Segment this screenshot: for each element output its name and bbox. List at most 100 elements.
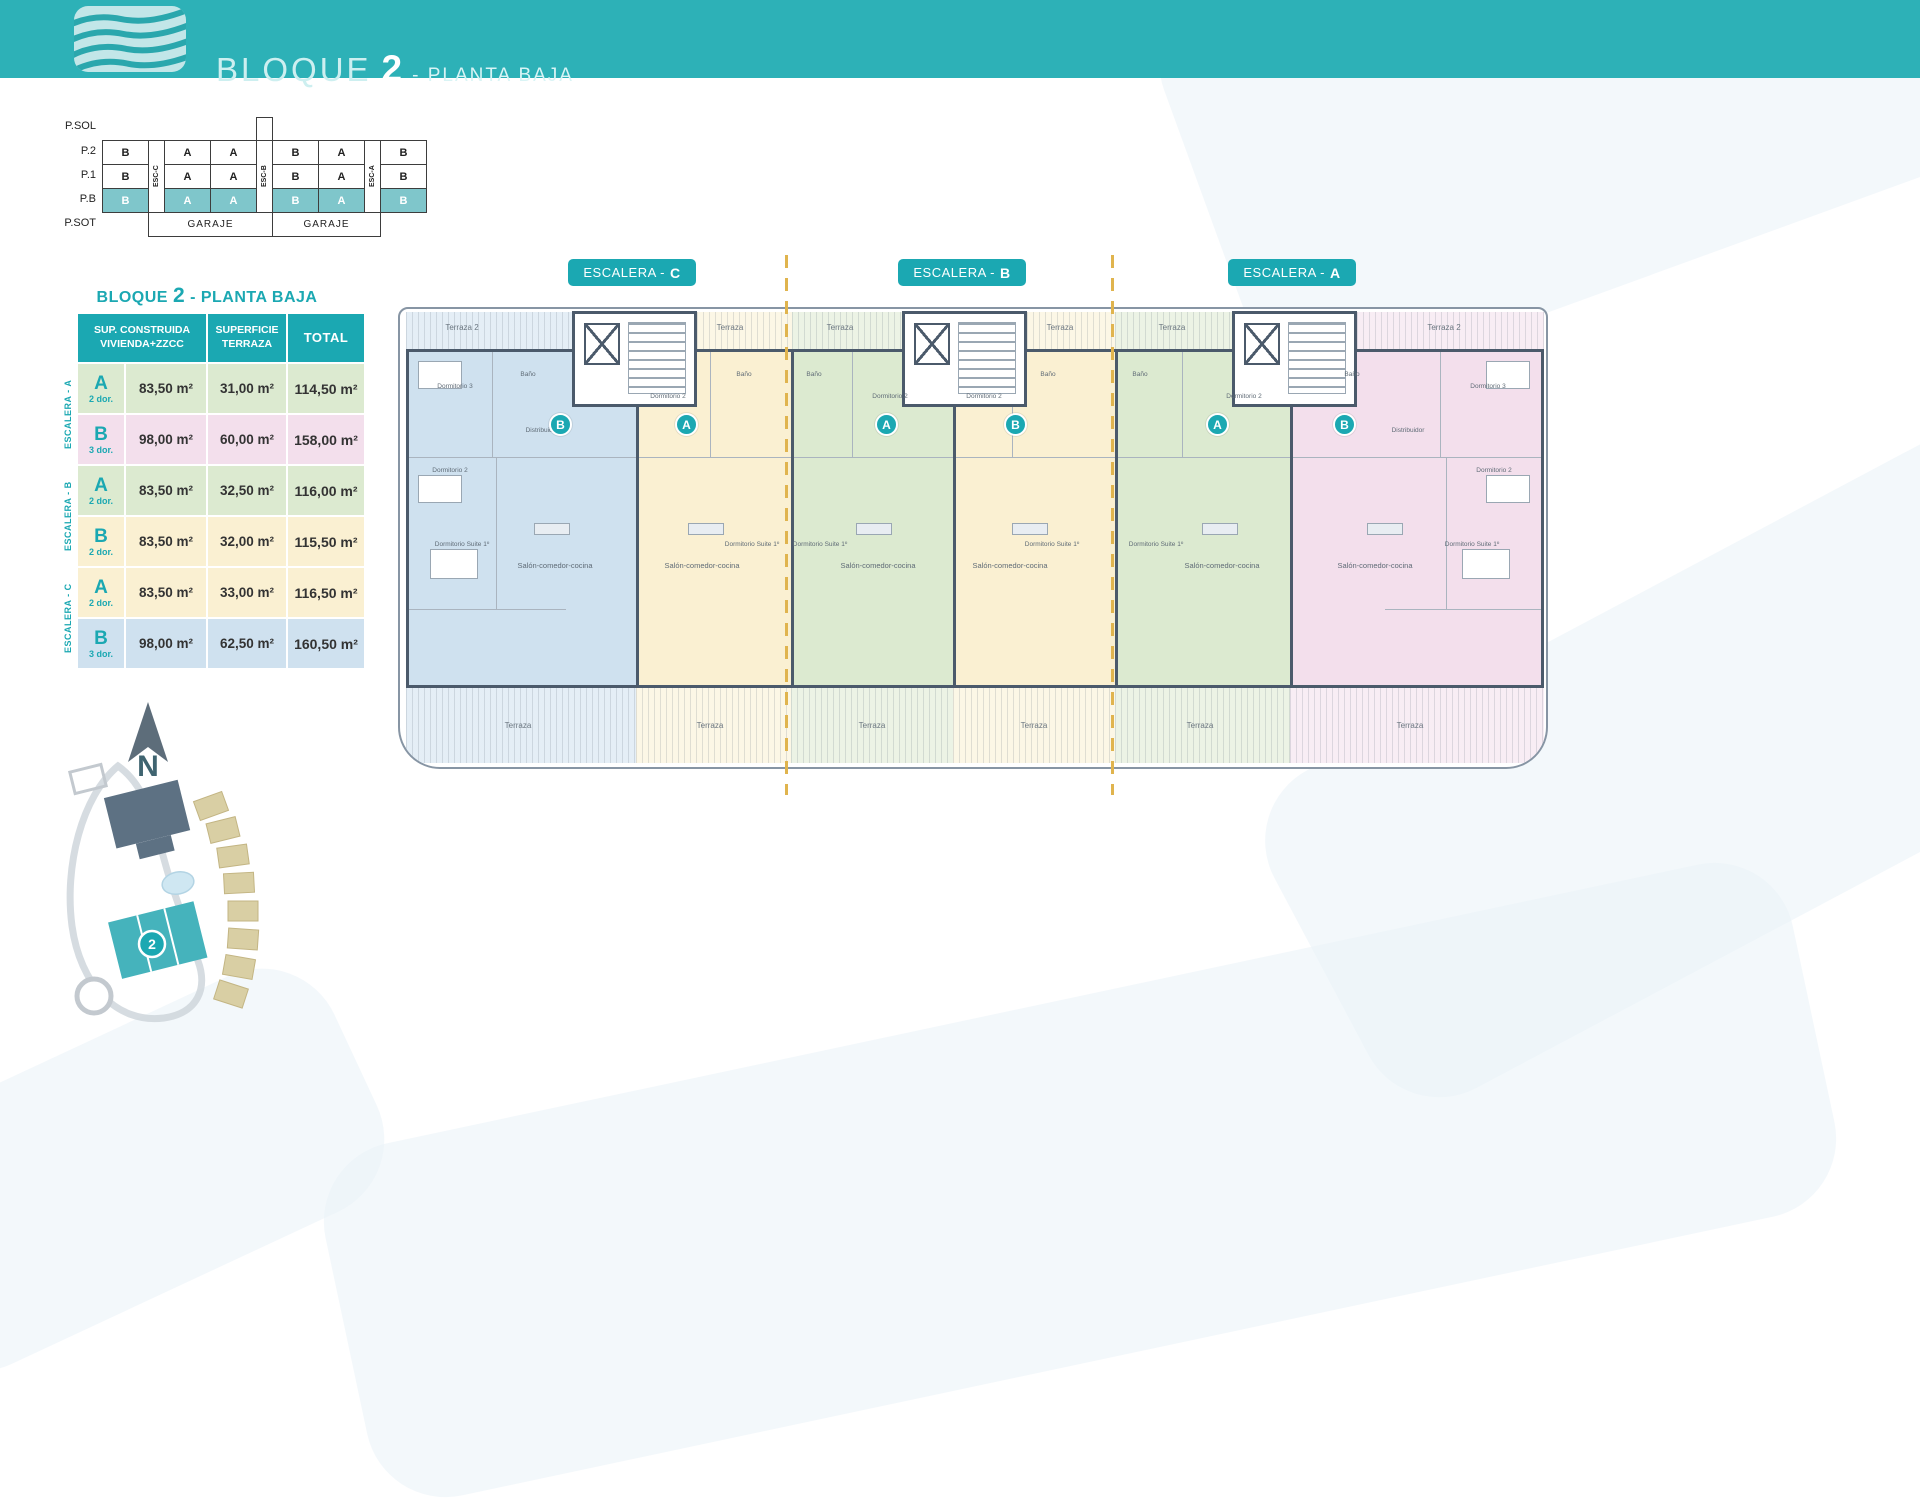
header-bar: BLOQUE 2 - PLANTA BAJA [0,0,1920,89]
unit-cell: B 2 dor. [78,517,124,566]
site-pond [161,870,195,896]
escalera-separator [785,255,788,795]
room-label-terraza: Terraza [1046,323,1074,332]
room-label-terraza2: Terraza 2 [1427,323,1461,332]
room-label-terraza: Terraza [1020,721,1048,730]
banner-escalera-c: ESCALERA -C [568,259,696,286]
room-label-suite: Dormitorio Suite 1º [434,541,490,548]
furniture-bed [1486,475,1530,503]
room-label-dorm2: Dormitorio 2 [432,467,468,474]
partition [1446,457,1447,609]
garage-cell: GARAJE [148,212,273,237]
site-badge-circle [137,929,167,959]
section-cell: A [164,164,211,189]
room-label-bano: Baño [520,371,536,378]
room-label-bano: Baño [1040,371,1056,378]
section-cell: A [164,140,211,165]
building-section-diagram: P.SOL P.2 P.1 P.B P.SOT B A A B A B B A … [58,114,438,244]
wall [953,349,956,688]
section-cell-pb: A [210,188,257,213]
unit-cell: A 2 dor. [78,364,124,413]
wall [1115,349,1118,688]
sup-cell: 98,00 m² [126,619,206,668]
garage-cell: GARAJE [272,212,381,237]
section-cell: B [272,164,319,189]
terraza-cell: 32,00 m² [208,517,286,566]
room-label-salon: Salón-comedor-cocina [664,561,740,570]
north-compass: N [112,700,184,792]
sup-cell: 83,50 m² [126,466,206,515]
section-cell: B [102,164,149,189]
terrace-top [1027,312,1115,349]
section-esc-col: ESC-A [364,140,381,213]
elevator-icon [1244,323,1280,365]
room-label-dorm2: Dormitorio 2 [1226,393,1262,400]
section-cell-pb: A [318,188,365,213]
stairs-icon [958,322,1016,394]
partition [1385,609,1544,610]
room-label-dorm2: Dormitorio 2 [966,393,1002,400]
room-label-dorm3: Dormitorio 3 [1470,383,1506,390]
unit-cell: A 2 dor. [78,466,124,515]
table-title: BLOQUE 2 - PLANTA BAJA [52,284,362,308]
group-label-escalera-a: ESCALERA - A [60,364,76,464]
wall [791,349,794,688]
room-label-salon: Salón-comedor-cocina [517,561,593,570]
terrace-top [406,312,572,349]
sup-cell: 83,50 m² [126,517,206,566]
title-planta: - PLANTA BAJA [412,65,574,86]
partition [496,457,497,609]
north-arrow-icon [128,702,168,762]
table-title-prefix: BLOQUE [96,289,168,306]
sup-cell: 83,50 m² [126,364,206,413]
section-cell: B [380,164,427,189]
room-label-dorm3: Dormitorio 3 [437,383,473,390]
section-cell: A [318,164,365,189]
unit-cell: A 2 dor. [78,568,124,617]
furniture-bed [1462,549,1510,579]
stair-core-a [1232,311,1357,407]
partition [406,609,566,610]
wall [1290,349,1293,688]
room-label-terraza: Terraza [696,721,724,730]
site-block2-divider [163,908,180,966]
furniture-kitchen-island [534,523,570,535]
unit-badge: A [1206,413,1229,436]
section-cell-pb: B [380,188,427,213]
table-title-suffix: - PLANTA BAJA [190,289,318,306]
room-label-dorm2: Dormitorio 2 [650,393,686,400]
stair-core-b [902,311,1027,407]
room-label-suite: Dormitorio Suite 1º [792,541,848,548]
title-bloque: BLOQUE [216,51,372,88]
section-cell-pb: B [102,188,149,213]
stair-core-c [572,311,697,407]
site-building-dark-wing [135,834,175,860]
room-label-terraza: Terraza [826,323,854,332]
section-cell: B [102,140,149,165]
partition [1182,349,1183,457]
room-label-bano: Baño [1344,371,1360,378]
elevator-icon [914,323,950,365]
unit-badge: A [875,413,898,436]
floor-label: P.SOT [64,217,96,229]
room-label-terraza: Terraza [1396,721,1424,730]
partition [492,349,493,457]
page-title: BLOQUE 2 - PLANTA BAJA [216,0,574,89]
section-cell-pb: B [272,188,319,213]
section-cell: A [210,164,257,189]
unit-cell: B 3 dor. [78,415,124,464]
furniture-kitchen-island [1367,523,1403,535]
site-roundabout [74,976,114,1016]
room-label-suite: Dormitorio Suite 1º [1128,541,1184,548]
room-label-dorm2: Dormitorio 2 [1476,467,1512,474]
room-label-salon: Salón-comedor-cocina [840,561,916,570]
group-label-escalera-b: ESCALERA - B [60,466,76,566]
room-label-distribuidor: Distribuidor [1391,427,1425,434]
unit-cell: B 3 dor. [78,619,124,668]
terraza-cell: 62,50 m² [208,619,286,668]
site-building-outline [67,762,109,796]
total-cell: 158,00 m² [288,415,364,464]
banner-escalera-b: ESCALERA -B [898,259,1026,286]
building-outline: Terraza 2 Terraza Terraza Terraza Terraz… [398,307,1548,769]
room-label-salon: Salón-comedor-cocina [972,561,1048,570]
